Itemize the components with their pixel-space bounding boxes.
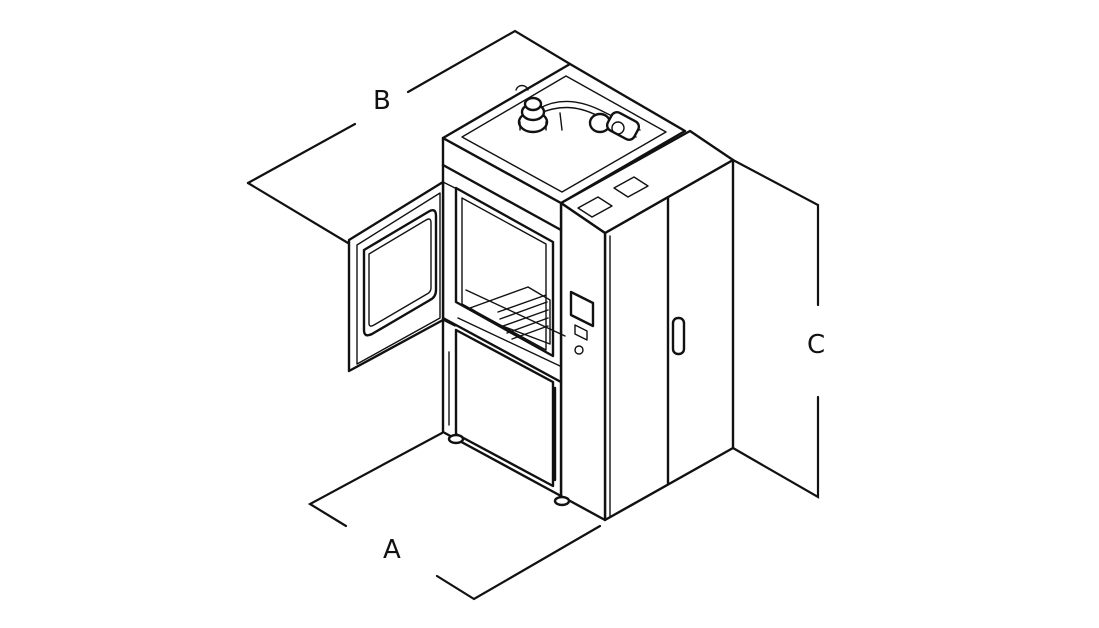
dimension-label-b: B bbox=[373, 86, 391, 116]
dimension-c bbox=[731, 158, 820, 499]
foot-right bbox=[553, 495, 571, 507]
lower-door bbox=[454, 328, 555, 488]
dimension-b bbox=[246, 29, 572, 245]
dimension-label-a: A bbox=[383, 535, 401, 565]
dimension-a bbox=[307, 431, 602, 601]
foot-left bbox=[447, 433, 465, 445]
control-button bbox=[574, 324, 588, 341]
control-knob bbox=[574, 345, 584, 355]
pipe bbox=[539, 100, 641, 131]
display-screen bbox=[569, 290, 595, 328]
top-panel-right bbox=[613, 176, 649, 198]
perforated-shelf bbox=[469, 286, 551, 345]
top-panel-left bbox=[577, 196, 613, 218]
side-cabinet bbox=[559, 129, 735, 522]
top-tray bbox=[441, 62, 687, 205]
control-panel bbox=[559, 201, 607, 522]
filter-housing bbox=[588, 111, 641, 141]
open-door bbox=[347, 180, 456, 373]
main-body bbox=[441, 136, 571, 507]
pump-motor bbox=[517, 96, 549, 134]
door-window bbox=[362, 209, 438, 337]
dimension-label-c: C bbox=[807, 330, 826, 360]
cabinet-handle bbox=[671, 316, 686, 356]
